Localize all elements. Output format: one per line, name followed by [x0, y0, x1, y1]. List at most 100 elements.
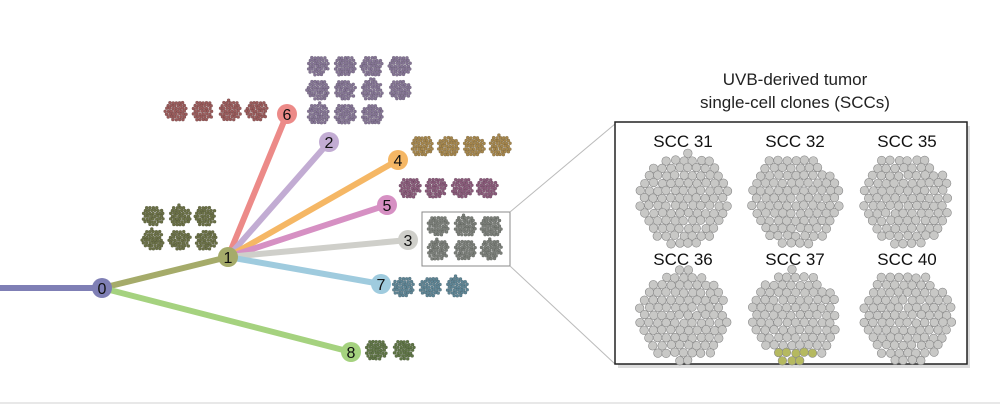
cell: [782, 288, 792, 298]
cell: [455, 287, 460, 292]
cell: [912, 155, 922, 165]
branch-6: [225, 111, 290, 260]
cell: [210, 216, 215, 221]
cell: [920, 185, 930, 196]
cell: [916, 355, 926, 366]
cell: [791, 156, 801, 166]
cell: [148, 205, 152, 210]
cell: [393, 88, 398, 93]
cell: [774, 170, 784, 180]
cell: [195, 117, 199, 122]
cell: [455, 180, 460, 185]
cell: [395, 80, 399, 84]
cell: [407, 353, 411, 358]
cell: [485, 194, 490, 199]
cell: [263, 109, 268, 113]
cell: [925, 281, 935, 291]
cell: [469, 245, 474, 250]
cell: [462, 218, 466, 223]
cell: [167, 106, 172, 111]
cell: [769, 325, 779, 335]
cell: [484, 218, 489, 223]
cell: [461, 288, 466, 292]
cell: [364, 79, 368, 84]
cell: [176, 219, 181, 224]
cell: [455, 224, 460, 228]
cell: [408, 183, 413, 188]
cell: [787, 295, 797, 305]
cell: [495, 232, 500, 237]
cell: [409, 279, 414, 284]
cell: [455, 282, 460, 287]
cell: [146, 214, 151, 218]
cell: [412, 345, 416, 350]
cell: [472, 251, 477, 255]
cell: [202, 208, 207, 213]
cell: [770, 208, 780, 218]
cell: [353, 85, 357, 90]
cell: [426, 285, 431, 290]
cell: [508, 147, 512, 151]
cell: [401, 293, 405, 298]
cell: [469, 136, 473, 140]
cell: [360, 67, 365, 71]
cell: [375, 82, 380, 87]
cell: [683, 355, 693, 365]
cell: [454, 150, 459, 154]
cell: [898, 223, 909, 233]
cell: [378, 69, 382, 74]
cell: [212, 208, 217, 213]
cell: [338, 88, 343, 92]
cell: [465, 180, 469, 185]
cell: [434, 242, 439, 247]
cell: [929, 303, 939, 313]
cell: [169, 109, 174, 114]
cell: [374, 345, 379, 350]
cell: [309, 85, 314, 90]
clone-colony-2: [387, 55, 412, 77]
cell: [333, 67, 338, 71]
cell: [340, 109, 344, 114]
scc-colony: [635, 265, 732, 366]
cell: [489, 245, 494, 250]
cell: [265, 106, 269, 110]
cell: [368, 82, 373, 87]
cell: [405, 178, 410, 182]
cell: [428, 194, 432, 199]
cell: [400, 192, 405, 196]
cell: [774, 287, 784, 297]
cell: [889, 178, 899, 188]
cell: [375, 106, 379, 111]
clone-colony-2: [333, 55, 357, 77]
cell: [362, 58, 367, 63]
cell: [378, 82, 383, 87]
cell: [803, 239, 814, 249]
cell: [807, 185, 818, 195]
cell: [666, 209, 676, 219]
cell: [170, 243, 175, 248]
cell: [434, 183, 438, 188]
cell: [223, 109, 228, 114]
cell: [376, 353, 380, 358]
cell: [148, 246, 153, 251]
cell: [313, 115, 317, 119]
cell: [401, 56, 406, 60]
cell: [933, 193, 943, 203]
cell: [393, 83, 398, 87]
cell: [375, 118, 379, 122]
cell: [498, 135, 503, 140]
cell: [812, 162, 823, 173]
cell: [234, 106, 239, 111]
cell: [313, 103, 317, 108]
cell: [368, 345, 372, 349]
cell: [499, 251, 503, 255]
cell: [495, 245, 500, 250]
cell: [263, 103, 268, 108]
cell: [465, 147, 470, 151]
cell: [482, 188, 486, 193]
cell: [704, 332, 714, 342]
cell: [452, 180, 456, 185]
cell: [885, 302, 896, 312]
cell: [872, 193, 882, 203]
cell: [171, 106, 175, 111]
